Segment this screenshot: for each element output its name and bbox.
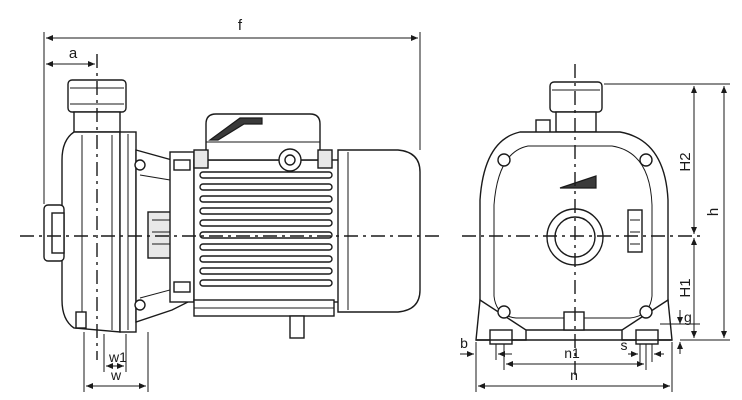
cooling-fin: [199, 243, 333, 251]
label-w1: w1: [108, 349, 127, 365]
dimension-h: h: [705, 86, 727, 338]
label-h: h: [705, 208, 722, 216]
dimension-b: b: [460, 335, 512, 392]
cooling-fin: [199, 207, 333, 215]
label-a: a: [69, 45, 78, 62]
label-g: g: [684, 309, 692, 325]
label-b: b: [460, 335, 468, 351]
dimension-w: w1 w: [83, 332, 149, 392]
label-w: w: [110, 367, 122, 383]
motor-flange: [169, 151, 195, 303]
fan-cover: [337, 149, 421, 313]
dimension-n1: n1: [503, 344, 647, 370]
side-view: f a w1 w: [20, 17, 440, 392]
label-H1: H1: [677, 278, 694, 297]
label-H2: H2: [677, 152, 694, 171]
cooling-fin: [199, 219, 333, 227]
cooling-fin: [199, 183, 333, 191]
cooling-fins: [199, 171, 333, 287]
dimension-s: s: [621, 337, 664, 362]
dimension-g: g: [677, 309, 692, 354]
cooling-fin: [199, 279, 333, 287]
cooling-fin: [199, 255, 333, 263]
cooling-fin: [199, 195, 333, 203]
front-feet: [475, 298, 673, 345]
motor-body: [193, 159, 341, 303]
dimension-H1: H1: [677, 238, 697, 338]
motor-foot: [75, 299, 335, 339]
cooling-fin: [199, 231, 333, 239]
front-outlet-port: [535, 81, 603, 135]
label-f: f: [238, 17, 243, 34]
dimension-f: f: [43, 17, 421, 204]
front-view: H2 h H1 g b n: [460, 64, 730, 392]
cooling-fin: [199, 171, 333, 179]
pump-casing: [61, 131, 137, 333]
dimension-H2: H2: [677, 86, 697, 234]
dimension-n: n: [478, 342, 673, 392]
dimension-a: a: [46, 45, 95, 67]
label-n1: n1: [564, 345, 580, 361]
terminal-box: [193, 113, 333, 172]
cooling-fin: [199, 267, 333, 275]
label-s: s: [621, 337, 628, 353]
label-n: n: [570, 367, 578, 383]
suction-inlet: [43, 204, 65, 262]
